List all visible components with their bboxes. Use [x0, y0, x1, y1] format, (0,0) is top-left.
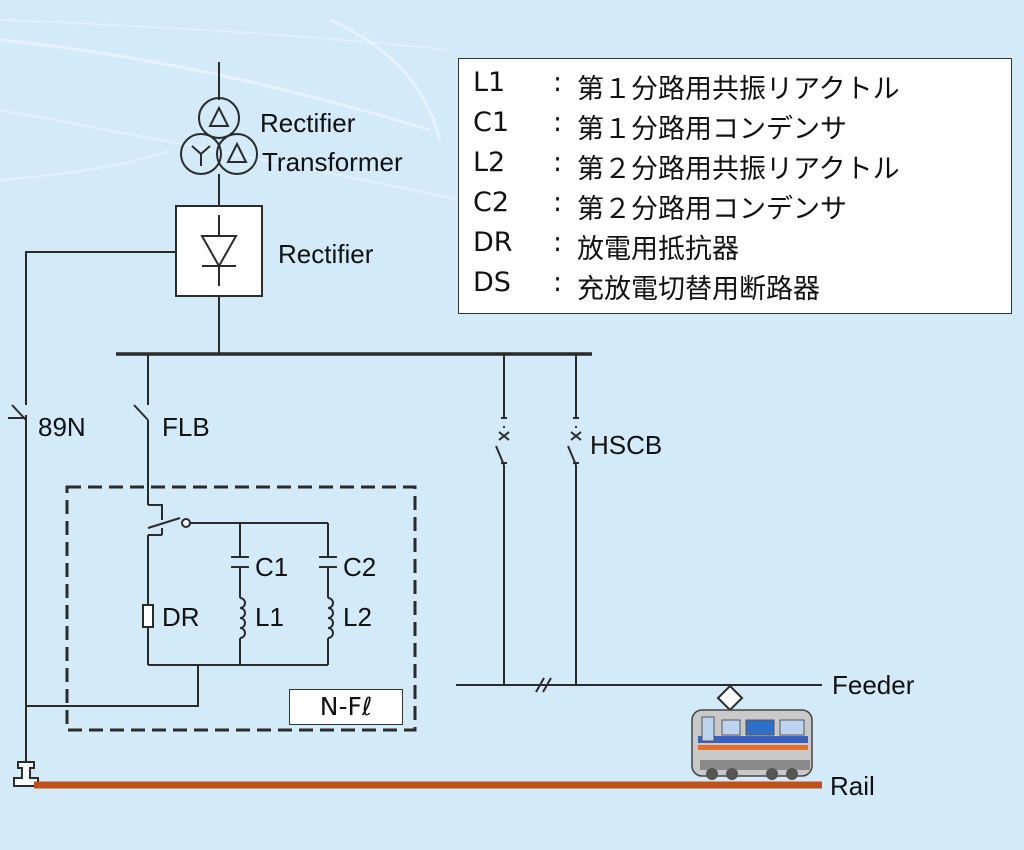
nfl-box	[65, 485, 417, 732]
legend-description: 第２分路用コンデンサ	[577, 194, 847, 225]
dr-label: DR	[162, 602, 200, 632]
legend-description: 放電用抵抗器	[577, 234, 739, 265]
rectifier-label: Rectifier	[278, 239, 374, 269]
legend-box: L1 : 第１分路用共振リアクトル C1 : 第１分路用コンデンサ L2 : 第…	[458, 58, 1012, 314]
rectifier-transformer-label-1: Rectifier	[260, 108, 356, 138]
nfl-label-box: N-Fℓ	[289, 689, 403, 725]
hscb-switch-2	[567, 417, 582, 466]
legend-code: DS	[473, 267, 511, 298]
legend-separator: :	[553, 187, 563, 218]
l2-label: L2	[343, 602, 372, 632]
switch-89n-label: 89N	[38, 412, 86, 442]
feeder-label: Feeder	[832, 670, 915, 700]
rectifier-transformer-label-2: Transformer	[262, 147, 403, 177]
legend-code: C1	[473, 107, 510, 138]
c1-label: C1	[255, 552, 288, 582]
legend-code: DR	[473, 227, 513, 258]
hscb-switch-1	[495, 417, 510, 466]
legend-description: 第１分路用共振リアクトル	[577, 74, 900, 105]
l1-label: L1	[255, 602, 284, 632]
diode-symbol	[200, 215, 238, 286]
hscb-label: HSCB	[590, 430, 662, 460]
legend-description: 第２分路用共振リアクトル	[577, 154, 900, 185]
legend-separator: :	[553, 107, 563, 138]
legend-separator: :	[553, 147, 563, 178]
nfl-label: N-Fℓ	[319, 692, 373, 721]
legend-separator: :	[553, 267, 563, 298]
legend-code: C2	[473, 187, 510, 218]
c2-label: C2	[343, 552, 376, 582]
legend-description: 第１分路用コンデンサ	[577, 114, 847, 145]
transformer-symbol	[180, 97, 258, 175]
legend-separator: :	[553, 67, 563, 98]
legend-description: 充放電切替用断路器	[577, 274, 820, 305]
legend-code: L2	[473, 147, 506, 178]
train-icon	[691, 709, 813, 780]
switch-flb-label: FLB	[162, 412, 210, 442]
rail-label: Rail	[830, 771, 875, 801]
legend-code: L1	[473, 67, 506, 98]
legend-separator: :	[553, 227, 563, 258]
